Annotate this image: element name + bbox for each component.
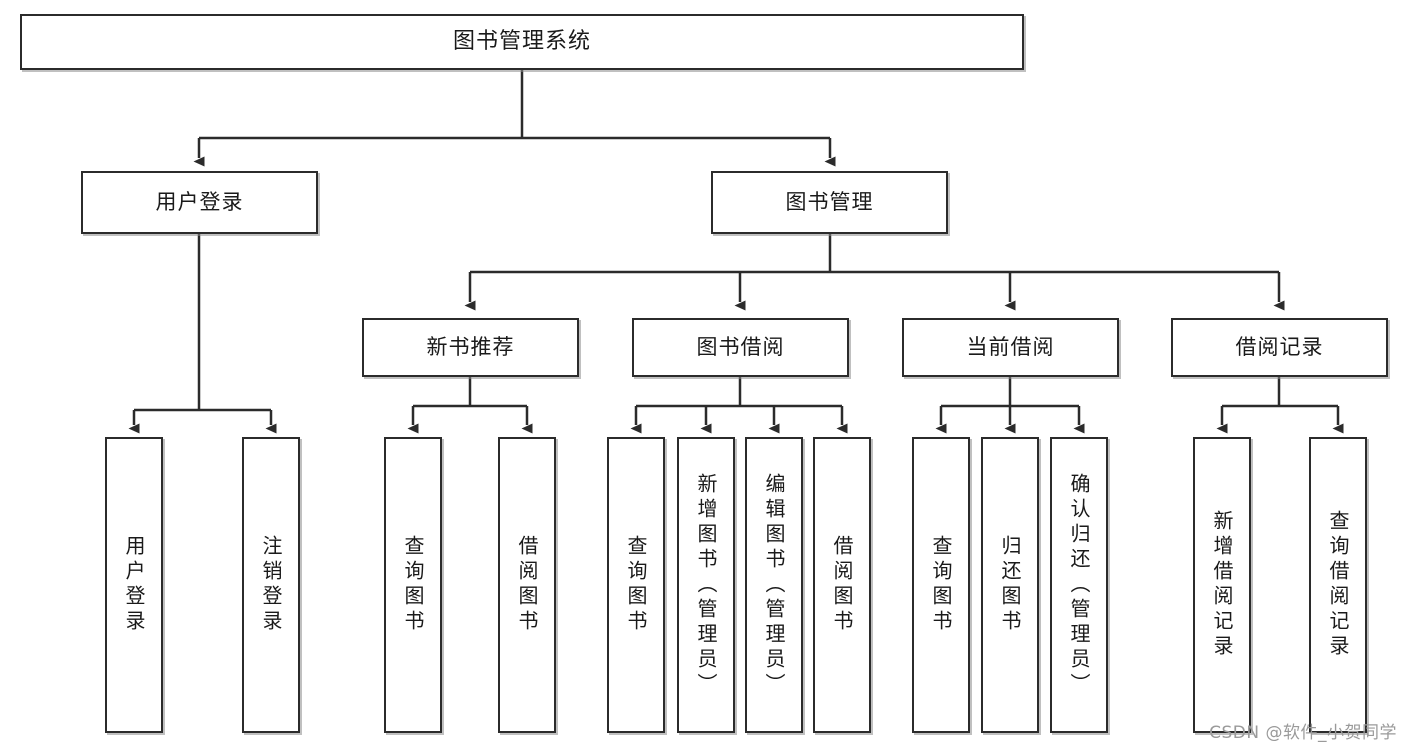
node-label: 借阅图书 <box>515 535 539 635</box>
node-root-system[interactable]: 图书管理系统 <box>20 14 1024 70</box>
node-new-book-recommend[interactable]: 新书推荐 <box>362 318 579 377</box>
node-label: 新增借阅记录 <box>1210 510 1234 660</box>
node-label: 借阅图书 <box>830 535 854 635</box>
leaf-newbook-query-book[interactable]: 查询图书 <box>384 437 442 733</box>
node-label: 编辑图书（管理员） <box>762 472 786 698</box>
node-label: 新增图书（管理员） <box>694 472 718 698</box>
node-borrow-record[interactable]: 借阅记录 <box>1171 318 1388 377</box>
node-book-borrow[interactable]: 图书借阅 <box>632 318 849 377</box>
leaf-user-login-signout[interactable]: 注销登录 <box>242 437 300 733</box>
leaf-newbook-borrow-book[interactable]: 借阅图书 <box>498 437 556 733</box>
node-current-borrow[interactable]: 当前借阅 <box>902 318 1119 377</box>
leaf-bookborrow-add-book-admin[interactable]: 新增图书（管理员） <box>677 437 735 733</box>
leaf-currentborrow-query-book[interactable]: 查询图书 <box>912 437 970 733</box>
leaf-bookborrow-borrow-book[interactable]: 借阅图书 <box>813 437 871 733</box>
node-label: 确认归还（管理员） <box>1067 472 1091 698</box>
csdn-watermark: CSDN @软件_小贺同学 <box>1209 723 1397 743</box>
node-label: 注销登录 <box>259 535 283 635</box>
node-label: 查询图书 <box>401 535 425 635</box>
node-label: 查询图书 <box>624 535 648 635</box>
node-label: 图书管理系统 <box>452 29 591 55</box>
node-label: 查询图书 <box>929 535 953 635</box>
leaf-user-login-signin[interactable]: 用户登录 <box>105 437 163 733</box>
node-label: 新书推荐 <box>426 335 515 360</box>
node-label: 用户登录 <box>122 535 146 635</box>
leaf-borrowrecord-query-record[interactable]: 查询借阅记录 <box>1309 437 1367 733</box>
leaf-borrowrecord-add-record[interactable]: 新增借阅记录 <box>1193 437 1251 733</box>
leaf-bookborrow-query-book[interactable]: 查询图书 <box>607 437 665 733</box>
node-label: 查询借阅记录 <box>1326 510 1350 660</box>
node-book-management[interactable]: 图书管理 <box>711 171 948 234</box>
node-label: 图书借阅 <box>696 335 785 360</box>
node-label: 归还图书 <box>998 535 1022 635</box>
node-label: 借阅记录 <box>1235 335 1324 360</box>
node-label: 当前借阅 <box>966 335 1055 360</box>
node-label: 用户登录 <box>155 190 244 215</box>
leaf-currentborrow-confirm-return-admin[interactable]: 确认归还（管理员） <box>1050 437 1108 733</box>
node-label: 图书管理 <box>785 190 874 215</box>
node-user-login[interactable]: 用户登录 <box>81 171 318 234</box>
leaf-bookborrow-edit-book-admin[interactable]: 编辑图书（管理员） <box>745 437 803 733</box>
leaf-currentborrow-return-book[interactable]: 归还图书 <box>981 437 1039 733</box>
